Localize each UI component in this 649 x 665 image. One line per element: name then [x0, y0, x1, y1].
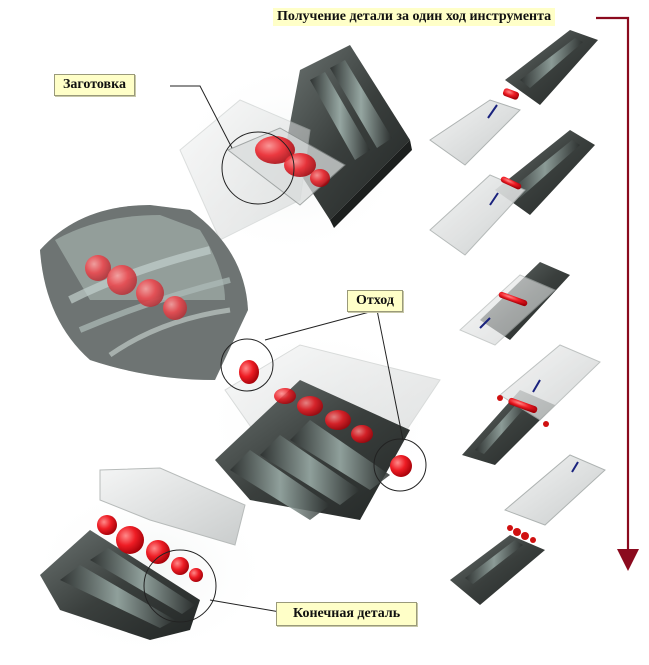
final-leader-line — [209, 599, 281, 613]
arrow-down-icon — [596, 16, 639, 571]
blank-setup-view — [170, 45, 412, 260]
waste-view — [200, 325, 441, 520]
final-part-view — [25, 467, 275, 660]
sequence-step-4 — [462, 344, 601, 465]
motion-arrow-icon — [532, 379, 541, 393]
motion-arrow-icon — [571, 461, 579, 473]
motion-arrow-icon — [489, 192, 499, 206]
sequence-step-1 — [429, 30, 598, 166]
sequence-step-5 — [450, 454, 606, 605]
waste-label: Отход — [347, 290, 403, 312]
final-part-label: Конечная деталь — [276, 602, 418, 626]
motion-arrow-icon — [479, 317, 491, 329]
motion-arrow-icon — [487, 104, 498, 119]
blank-leader-line — [170, 85, 233, 149]
title-label: Получение детали за один ход инструмента — [273, 8, 556, 26]
blank-label: Заготовка — [54, 74, 135, 96]
sequence-step-3 — [459, 262, 570, 346]
blank-zoom-view — [40, 205, 248, 380]
sequence-step-2 — [429, 130, 595, 256]
